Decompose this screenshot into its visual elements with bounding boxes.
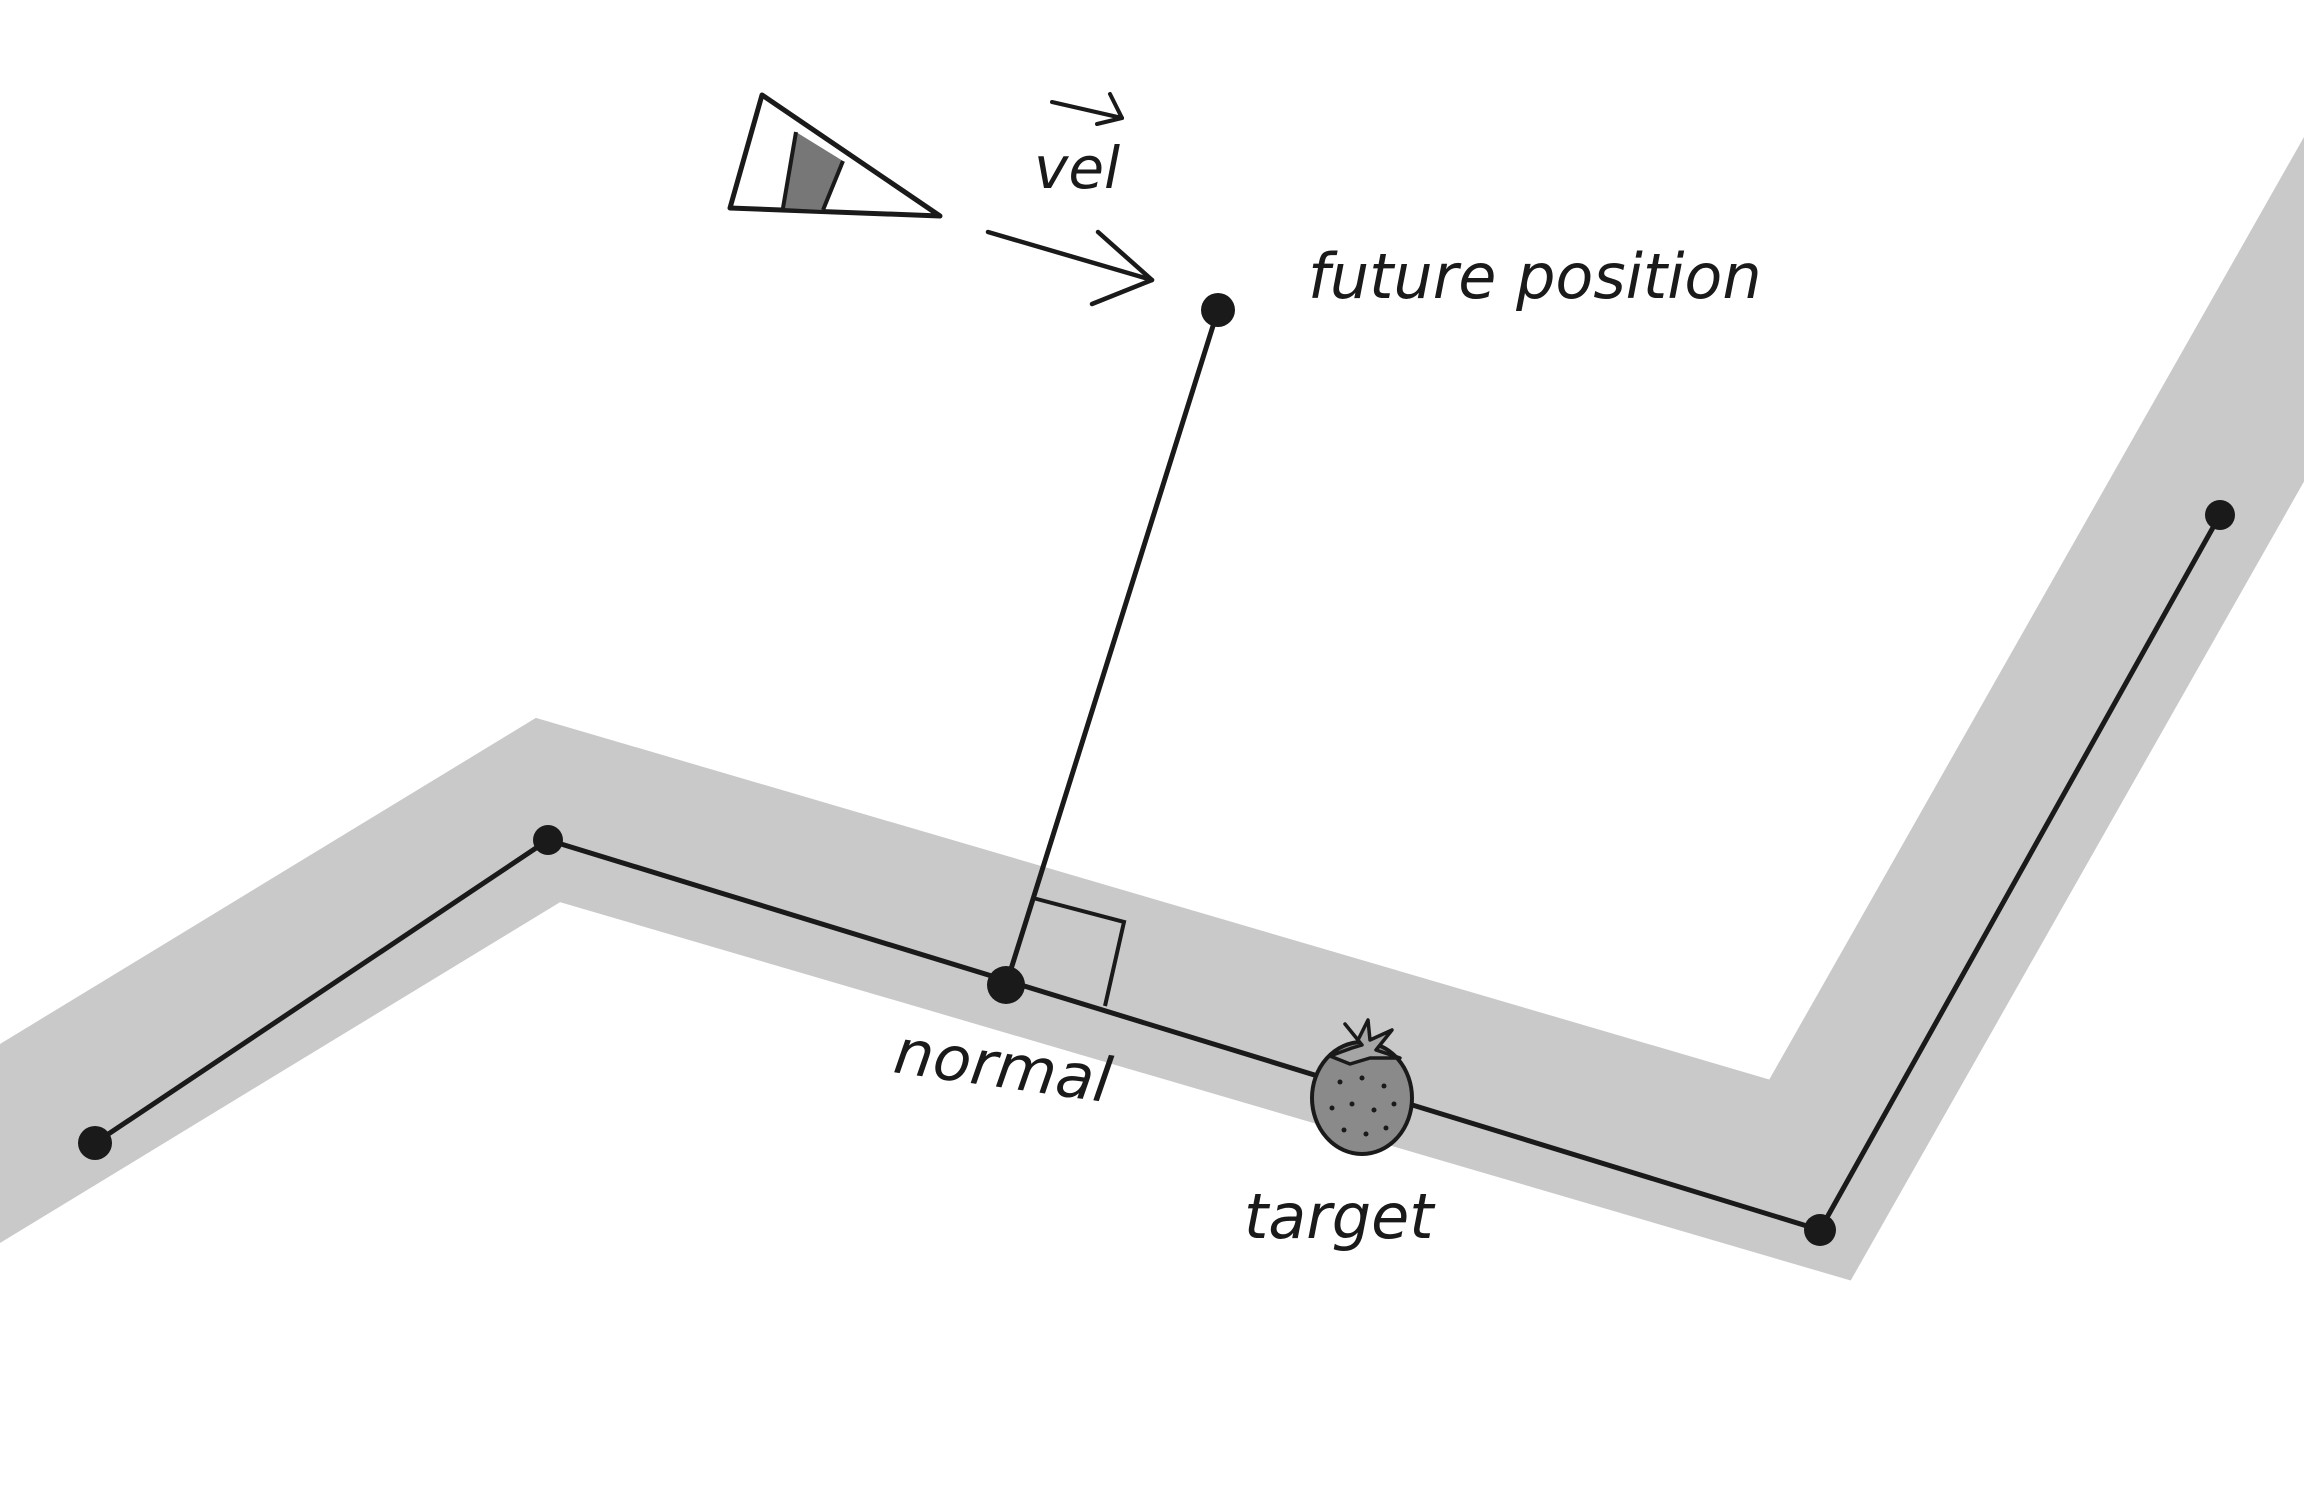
- path-segment-1: [92, 837, 551, 1146]
- path-segment-2: [545, 837, 1823, 1233]
- target-label: target: [1244, 1180, 1436, 1253]
- path-points: [78, 293, 2235, 1246]
- velocity-arrow: [985, 229, 1155, 307]
- path-point-end: [2205, 500, 2235, 530]
- vel-label: vel: [1034, 134, 1120, 202]
- future-position-point: [1201, 293, 1235, 327]
- strawberry-icon: [1310, 1018, 1414, 1156]
- triangle-vehicle-icon: [727, 92, 943, 219]
- path-line: [92, 512, 2223, 1233]
- future-position-label: future position: [1308, 240, 1762, 313]
- path-point-2: [533, 825, 563, 855]
- normal-point: [987, 966, 1025, 1004]
- path-point-3: [1804, 1214, 1836, 1246]
- path-band: [0, 136, 2304, 1281]
- right-angle-marker: [1032, 896, 1127, 1007]
- path-segment-3: [1817, 512, 2223, 1233]
- path-point-start: [78, 1126, 112, 1160]
- normal-line: [1003, 307, 1221, 988]
- vel-vector-arrow: [1050, 92, 1124, 126]
